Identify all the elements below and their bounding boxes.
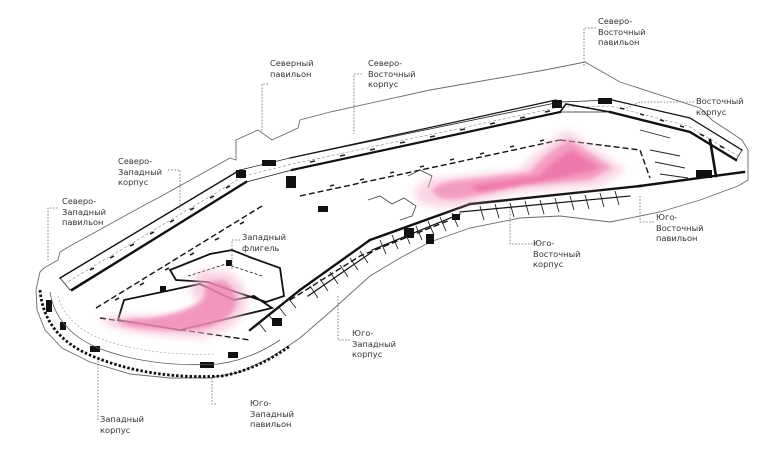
wall-blocks [46, 98, 712, 368]
leader-lines [47, 27, 694, 420]
window-ticks [89, 107, 725, 301]
highlight-zone-east [414, 130, 626, 208]
highlight-zone-west [100, 270, 247, 338]
